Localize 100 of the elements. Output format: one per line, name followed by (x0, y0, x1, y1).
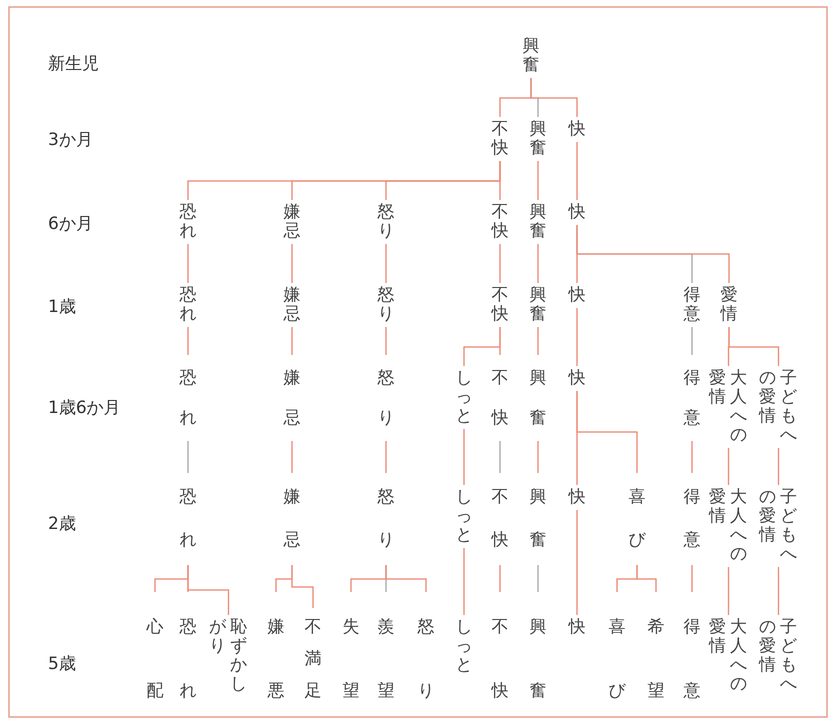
connector-line (576, 308, 578, 366)
emotion-label: 嫌忌 (282, 202, 302, 240)
emotion-label: 快 (567, 618, 587, 636)
connector-line (778, 448, 780, 485)
emotion-label: 得意 (682, 286, 702, 324)
emotion-label: 快 (567, 202, 587, 222)
connector-line (385, 441, 387, 473)
connector-line (187, 441, 189, 473)
emotion-label: しっと (454, 488, 474, 544)
emotion-label: 不快 (490, 595, 510, 723)
emotion-label: 興奮 (528, 202, 548, 240)
connector-line (691, 327, 693, 355)
connector-line (576, 142, 578, 200)
emotion-label: 快 (567, 120, 587, 138)
connector-line (576, 225, 730, 283)
emotion-label: 怒り (376, 358, 396, 438)
emotion-label: 嫌悪 (266, 595, 286, 723)
emotion-label: 怒り (376, 286, 396, 324)
connector-line (499, 327, 501, 355)
emotion-label: 心配 (145, 595, 165, 723)
connector-line (778, 567, 780, 615)
connector-line (187, 244, 189, 283)
emotion-label: 愛情 (719, 286, 739, 324)
emotion-label: 恐れ (178, 286, 198, 324)
connector-line (291, 244, 293, 283)
connector-line (385, 327, 387, 355)
emotion-label: 希望 (646, 595, 666, 723)
connector-line (499, 244, 501, 283)
emotion-label: 喜び (627, 476, 647, 562)
connector-line (537, 565, 539, 592)
connector-line (537, 327, 539, 355)
emotion-label: 大人への愛情 (708, 618, 748, 694)
emotion-label: 得意 (682, 595, 702, 723)
age-label: 6か月 (48, 213, 93, 235)
emotion-label: しっと (454, 368, 474, 426)
connector-line (499, 441, 501, 473)
connector-line (187, 565, 230, 615)
emotion-label: 嫌忌 (282, 358, 302, 438)
emotion-label: 快 (567, 488, 587, 506)
connector-line (537, 441, 539, 473)
emotion-label: 怒り (376, 476, 396, 562)
emotion-label: 恐れ (178, 476, 198, 562)
connector-line (576, 391, 638, 473)
emotion-label: 興奮 (528, 476, 548, 562)
connector-line (291, 441, 293, 473)
connector-line (499, 161, 501, 200)
connector-line (728, 567, 730, 615)
connector-line (636, 565, 657, 592)
emotion-label: 興奮 (528, 358, 548, 438)
emotion-label: 失望 (341, 595, 361, 723)
emotion-label: 嫌忌 (282, 286, 302, 324)
emotion-label: 子どもへの愛情 (758, 488, 798, 564)
age-label: 3か月 (48, 129, 93, 151)
emotion-label: 興奮 (528, 595, 548, 723)
emotion-label: 不快 (490, 286, 510, 324)
emotion-label: 不快 (490, 202, 510, 240)
age-label: 1歳6か月 (48, 397, 121, 419)
emotion-label: 不快 (490, 120, 510, 158)
emotion-label: 子どもへの愛情 (758, 368, 798, 444)
emotion-label: 不快 (490, 476, 510, 562)
emotion-label: 恥ずかしがり (208, 618, 248, 694)
emotion-label: 怒り (416, 595, 436, 723)
age-label: 1歳 (48, 296, 76, 318)
connector-line (385, 244, 387, 283)
age-label: 5歳 (48, 653, 76, 675)
connector-line (530, 78, 578, 117)
age-label: 2歳 (48, 513, 76, 535)
emotion-label: 恐れ (178, 595, 198, 723)
connector-line (291, 327, 293, 355)
emotion-label: 得意 (682, 358, 702, 438)
emotion-label: 大人への愛情 (708, 488, 748, 564)
connector-line (691, 565, 693, 592)
age-label: 新生児 (48, 53, 99, 75)
emotion-label: 得意 (682, 476, 702, 562)
connector-line (463, 548, 465, 615)
emotion-label: 怒り (376, 202, 396, 240)
emotion-label: 快 (567, 368, 587, 388)
emotion-label: 大人への愛情 (708, 368, 748, 444)
connector-line (576, 510, 578, 615)
emotion-label: 興奮 (528, 120, 548, 158)
emotion-label: 興奮 (528, 286, 548, 324)
emotion-label: 不快 (490, 358, 510, 438)
connector-line (187, 327, 189, 355)
emotion-label: 興奮 (521, 36, 541, 74)
connector-line (691, 441, 693, 473)
emotion-label: 不満足 (303, 611, 323, 707)
emotion-label: 快 (567, 286, 587, 304)
emotion-label: 子どもへの愛情 (758, 618, 798, 694)
emotion-label: 喜び (607, 595, 627, 723)
emotion-label: 嫌忌 (282, 476, 302, 562)
connector-line (291, 565, 314, 608)
connector-line (728, 327, 780, 366)
connector-line (385, 565, 427, 592)
connector-line (537, 161, 539, 200)
emotion-label: 恐れ (178, 202, 198, 240)
connector-line (499, 565, 501, 592)
connector-line (537, 244, 539, 283)
emotion-label: 恐れ (178, 358, 198, 438)
connector-line (728, 448, 730, 485)
connector-line (463, 429, 465, 485)
